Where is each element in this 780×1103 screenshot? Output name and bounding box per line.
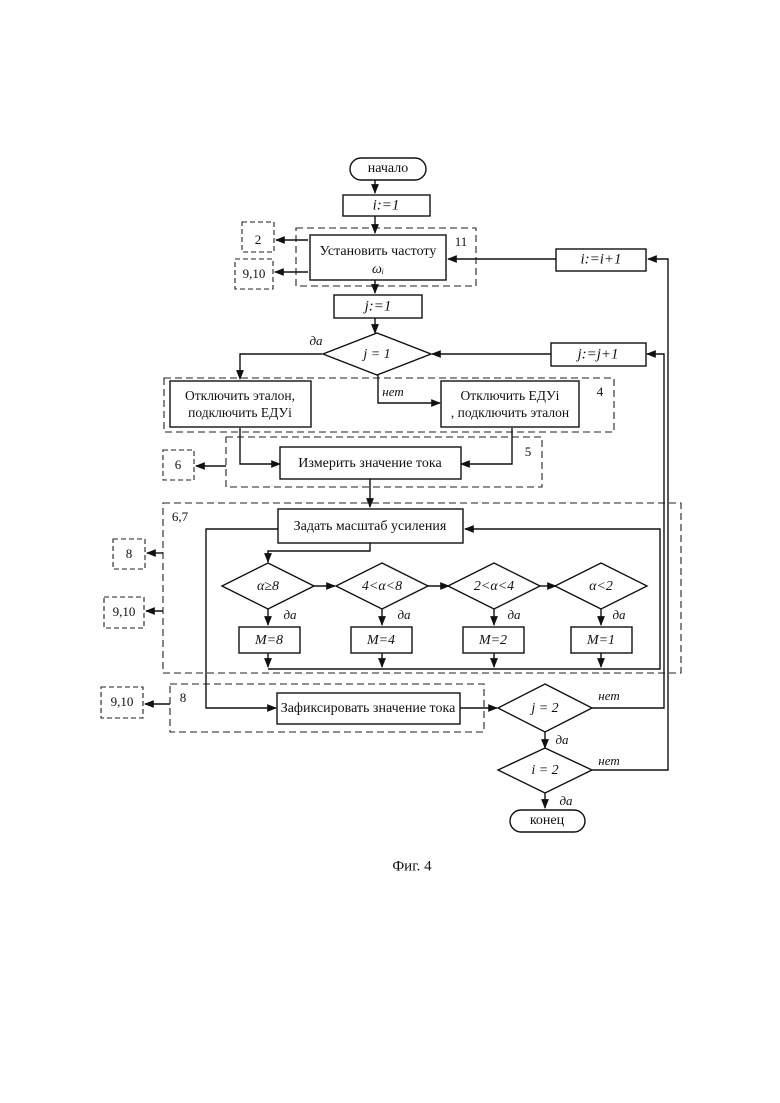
- cond-i2-label: i = 2: [531, 763, 558, 778]
- start-label: начало: [368, 161, 409, 176]
- disconnect-edu-label-2: , подключить эталон: [451, 405, 569, 420]
- measure-current-label: Измерить значение тока: [298, 456, 442, 471]
- block-number-8: 8: [180, 690, 187, 705]
- fix-current-label: Зафиксировать значение тока: [281, 701, 456, 716]
- yes-label-a24: да: [507, 607, 521, 622]
- cond-a2-label: α<2: [589, 579, 613, 594]
- block-number-5: 5: [525, 444, 532, 459]
- ref-label-6: 6: [175, 457, 182, 472]
- yes-label-j2: да: [555, 732, 569, 747]
- cond-a24-label: 2<α<4: [474, 579, 514, 594]
- ref-label-910-b: 9,10: [113, 604, 136, 619]
- block-number-4: 4: [597, 384, 604, 399]
- set-frequency-label-2: ωᵢ: [372, 262, 384, 277]
- end-label: конец: [530, 813, 565, 828]
- figure-caption: Фиг. 4: [392, 858, 432, 874]
- yes-label-j1: да: [309, 333, 323, 348]
- set-frequency-label-1: Установить частоту: [320, 244, 437, 259]
- block-number-67: 6,7: [172, 509, 189, 524]
- yes-label-a2: да: [612, 607, 626, 622]
- ref-label-910-a: 9,10: [243, 266, 266, 281]
- yes-label-i2: да: [559, 793, 573, 808]
- init-j-label: j:=1: [363, 298, 392, 314]
- m2-label: M=2: [478, 633, 507, 648]
- cond-a48-label: 4<α<8: [362, 579, 402, 594]
- yes-label-a8: да: [283, 607, 297, 622]
- no-label-j2: нет: [598, 688, 619, 703]
- block-number-11: 11: [455, 234, 468, 249]
- m4-label: M=4: [366, 633, 395, 648]
- disconnect-edu-label-1: Отключить ЕДУi: [461, 388, 560, 403]
- init-i-label: i:=1: [373, 197, 400, 213]
- ref-label-2: 2: [255, 232, 262, 247]
- disconnect-reference-label-1: Отключить эталон,: [185, 388, 295, 403]
- no-label-j1: нет: [382, 384, 403, 399]
- ref-label-8: 8: [126, 546, 133, 561]
- no-label-i2: нет: [598, 753, 619, 768]
- disconnect-reference-label-2: подключить ЕДУi: [188, 405, 292, 420]
- inc-j-label: j:=j+1: [575, 346, 618, 362]
- yes-label-a48: да: [397, 607, 411, 622]
- cond-a8-label: α≥8: [257, 579, 279, 594]
- cond-j2-label: j = 2: [529, 701, 558, 716]
- ref-label-910-c: 9,10: [111, 694, 134, 709]
- m8-label: M=8: [254, 633, 283, 648]
- m1-label: M=1: [586, 633, 615, 648]
- set-scale-label: Задать масштаб усиления: [294, 519, 447, 534]
- inc-i-label: i:=i+1: [580, 251, 621, 267]
- cond-j1-label: j = 1: [361, 347, 390, 362]
